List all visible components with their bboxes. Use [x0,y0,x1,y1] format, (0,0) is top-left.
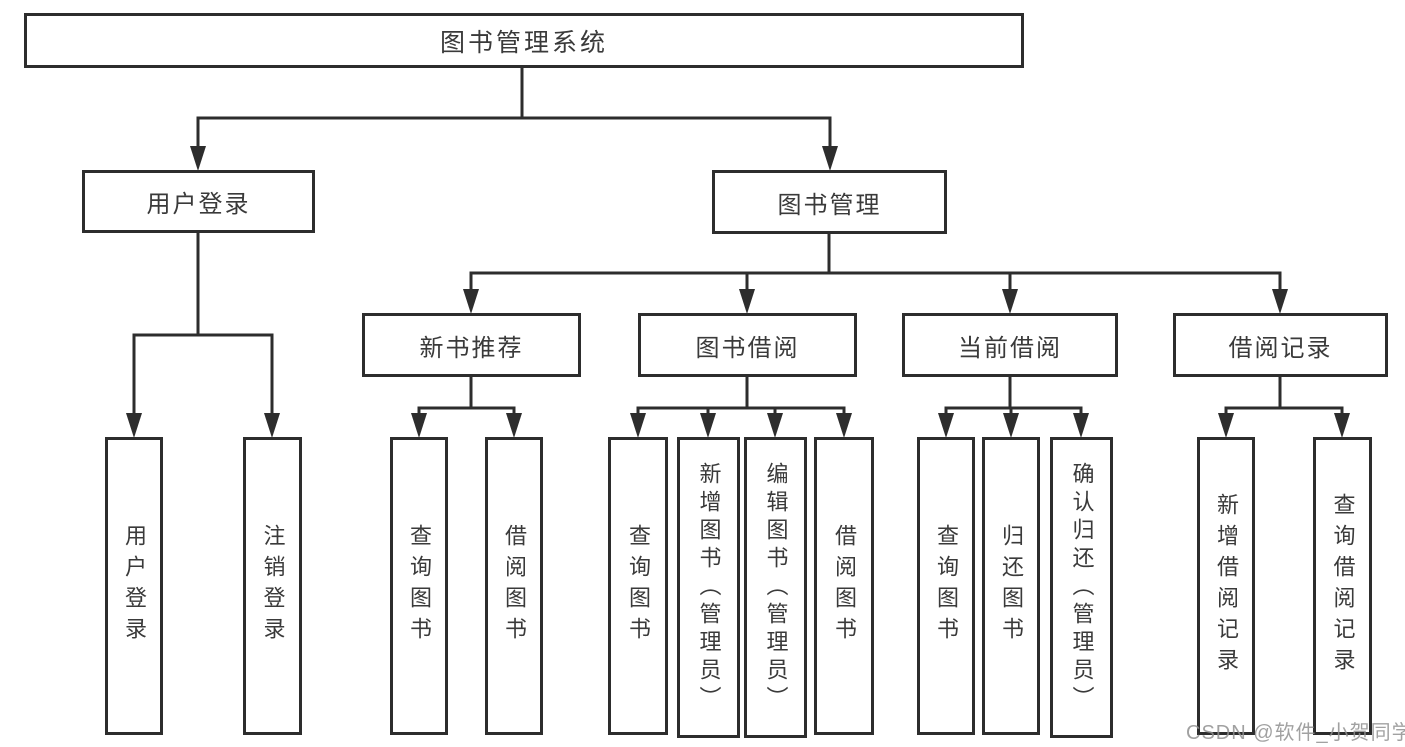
node-borrow-records: 借阅记录 [1173,313,1388,377]
leaf-add-borrow-record-label: 新增借阅记录 [1214,493,1239,679]
node-borrow-records-label: 借阅记录 [1228,334,1333,362]
connector-user-login-branch [126,233,280,438]
node-book-borrow-label: 图书借阅 [695,334,800,362]
leaf-borrow-book: 借阅图书 [814,437,874,735]
leaf-logout: 注销登录 [243,437,302,735]
connector-borrow-records-branch [1218,377,1350,438]
leaf-query-book-current-label: 查询图书 [934,524,959,648]
leaf-query-book-current: 查询图书 [917,437,975,735]
node-book-management: 图书管理 [712,170,947,234]
leaf-edit-book-admin: 编辑图书（管理员） [744,437,807,738]
leaf-borrow-book-recommend-label: 借阅图书 [502,524,527,648]
node-library-management-system: 图书管理系统 [24,13,1024,68]
leaf-borrow-book-label: 借阅图书 [832,524,857,648]
node-current-borrow-label: 当前借阅 [958,334,1062,362]
node-current-borrow: 当前借阅 [902,313,1118,377]
node-user-login-label: 用户登录 [146,191,251,218]
leaf-return-book-label: 归还图书 [999,524,1024,648]
leaf-add-book-admin-label: 新增图书（管理员） [696,461,722,714]
leaf-confirm-return-admin: 确认归还（管理员） [1050,437,1113,738]
node-library-management-system-label: 图书管理系统 [439,28,608,57]
node-book-borrow: 图书借阅 [638,313,857,377]
leaf-query-borrow-record: 查询借阅记录 [1313,437,1372,735]
leaf-user-login: 用户登录 [105,437,163,735]
csdn-watermark: CSDN @软件_小贺同学 [1186,722,1405,744]
leaf-query-book-recommend: 查询图书 [390,437,448,735]
node-new-book-recommend-label: 新书推荐 [419,334,524,362]
leaf-add-book-admin: 新增图书（管理员） [677,437,740,738]
connector-new-book-branch [411,377,522,438]
leaf-query-book-borrow-label: 查询图书 [626,524,651,648]
leaf-user-login-label: 用户登录 [122,524,147,648]
connector-book-borrow-branch [630,377,852,438]
leaf-borrow-book-recommend: 借阅图书 [485,437,543,735]
node-book-management-label: 图书管理 [777,191,882,219]
leaf-query-book-recommend-label: 查询图书 [407,524,432,648]
leaf-return-book: 归还图书 [982,437,1040,735]
connector-current-borrow-branch [938,377,1089,438]
leaf-edit-book-admin-label: 编辑图书（管理员） [763,461,789,714]
leaf-query-book-borrow: 查询图书 [608,437,668,735]
leaf-confirm-return-admin-label: 确认归还（管理员） [1069,461,1095,714]
leaf-query-borrow-record-label: 查询借阅记录 [1330,493,1356,679]
connector-root-to-level2 [190,68,838,171]
leaf-logout-label: 注销登录 [260,524,286,648]
connector-book-management-branch [463,234,1288,314]
node-new-book-recommend: 新书推荐 [362,313,581,377]
leaf-add-borrow-record: 新增借阅记录 [1197,437,1255,735]
node-user-login: 用户登录 [82,170,315,233]
